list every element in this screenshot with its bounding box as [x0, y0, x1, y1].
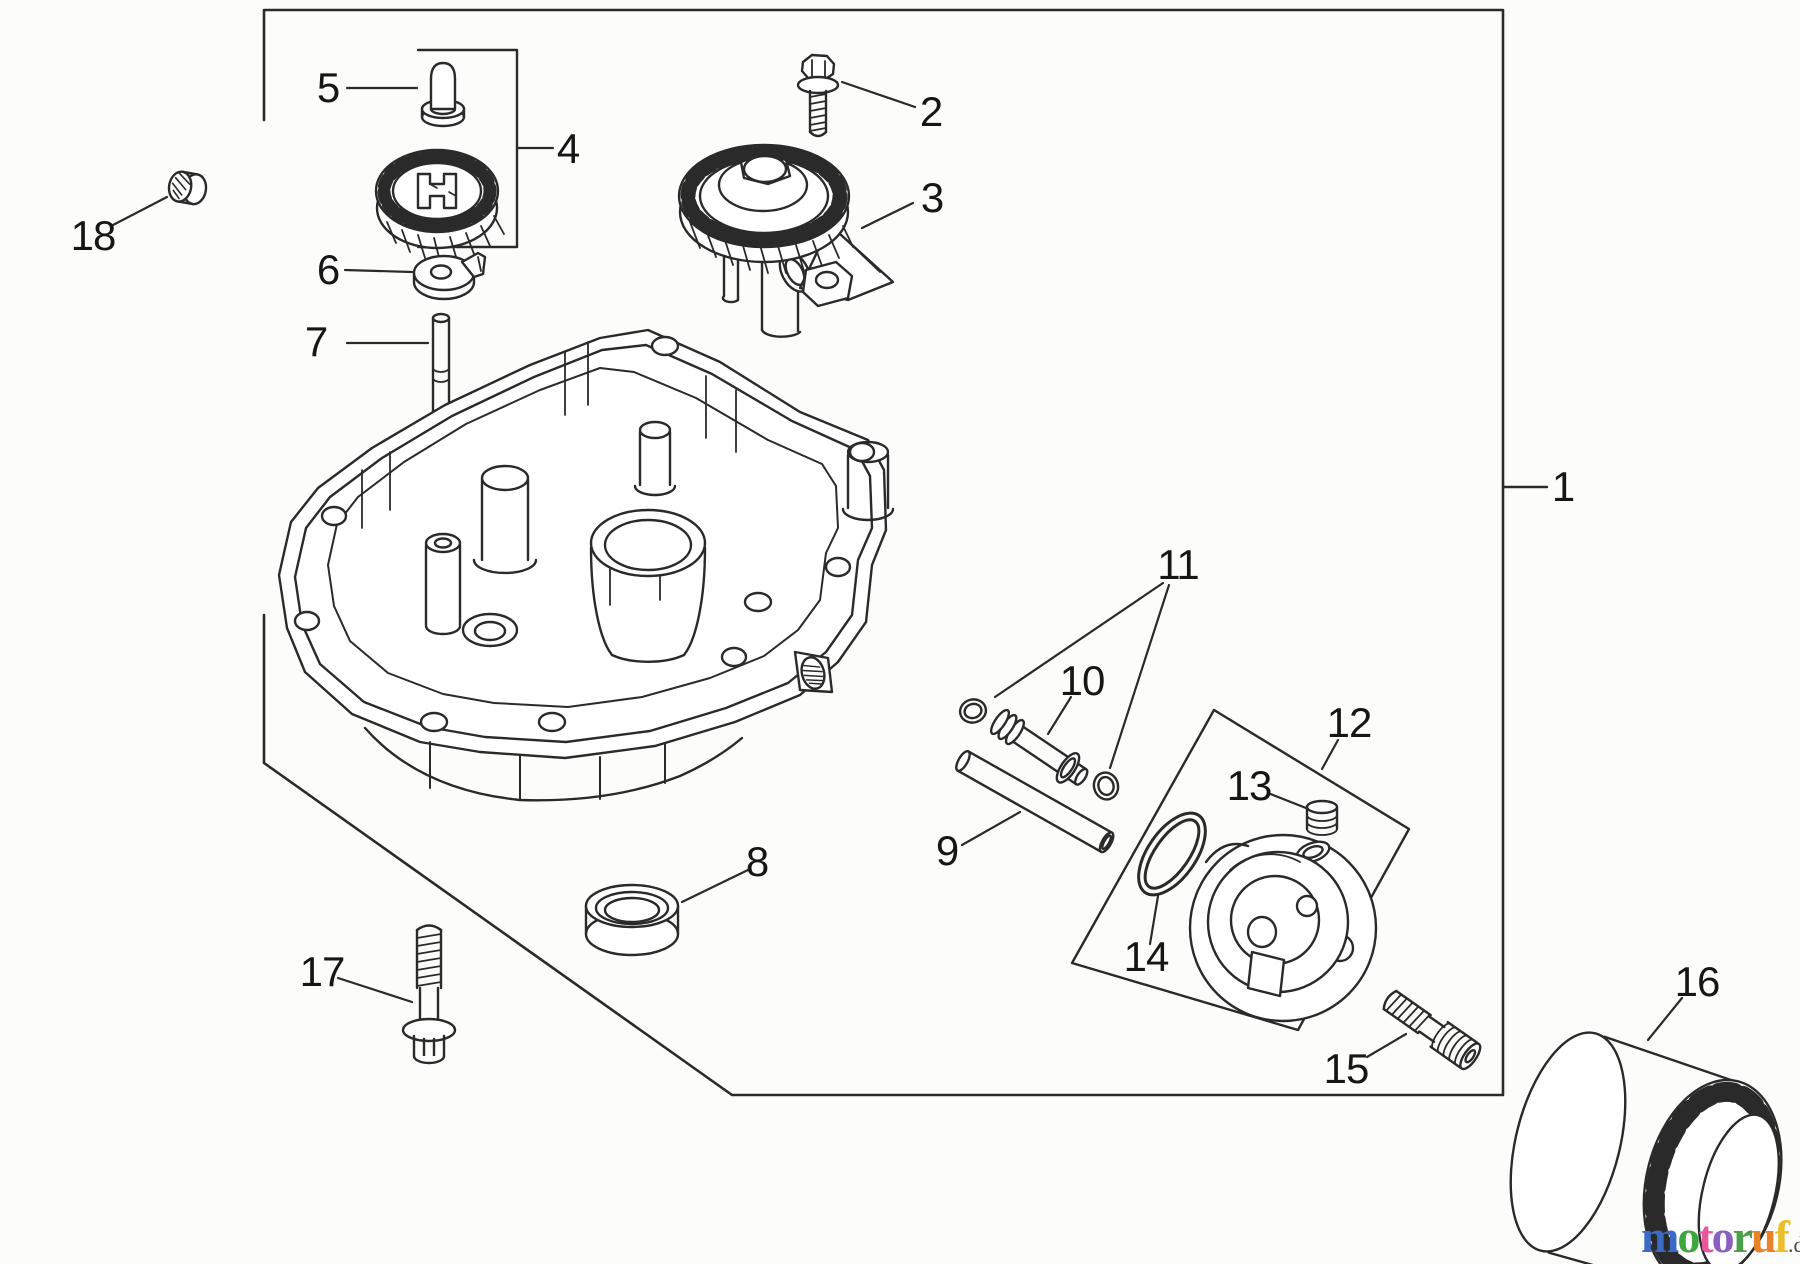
- callout-label-14: 14: [1123, 933, 1170, 980]
- callout-label-8: 8: [745, 838, 769, 885]
- callout-label-2: 2: [919, 88, 943, 135]
- callout-label-1: 1: [1551, 463, 1575, 510]
- callout-label-16: 16: [1674, 958, 1721, 1005]
- logo-letter: f: [1774, 1211, 1790, 1262]
- part12-pump-kit-box: [1070, 708, 1411, 1032]
- callout-label-9: 9: [935, 827, 959, 874]
- callout-label-6: 6: [316, 246, 340, 293]
- oil-pan-drawing: [277, 328, 895, 802]
- callout-label-10: 10: [1059, 657, 1106, 704]
- part6-retainer: [412, 251, 487, 301]
- callout-leader-lines: [111, 80, 1684, 1059]
- callout-label-4: 4: [556, 125, 580, 172]
- part18-oil-plug: [167, 170, 208, 206]
- logo-letter: o: [1711, 1211, 1735, 1262]
- part5-pin: [420, 61, 466, 128]
- part9-oil-tube: [955, 749, 1115, 854]
- callout-label-11: 11: [1157, 541, 1200, 588]
- logo-letter: o: [1677, 1211, 1700, 1262]
- motoruf-watermark-logo: motoruf.de: [1641, 1214, 1800, 1260]
- part14-o-ring: [1137, 811, 1207, 897]
- part17-flange-bolt: [401, 924, 457, 1065]
- callout-label-5: 5: [316, 64, 340, 111]
- part10-pickup-fitting: [989, 708, 1089, 786]
- logo-domain-suffix: .de: [1788, 1232, 1800, 1257]
- part3-governor-gear-assembly: [677, 143, 895, 338]
- callout-label-7: 7: [304, 318, 328, 365]
- callout-label-12: 12: [1326, 699, 1373, 746]
- diagram-border-box: [262, 8, 1549, 1097]
- part8-oil-seal: [584, 883, 680, 957]
- logo-letter: u: [1751, 1211, 1777, 1262]
- part11-o-rings: [958, 698, 1120, 801]
- callout-label-18: 18: [70, 212, 117, 259]
- callout-label-3: 3: [920, 174, 944, 221]
- callout-label-17: 17: [299, 948, 346, 995]
- logo-letter: t: [1698, 1211, 1713, 1262]
- callout-label-15: 15: [1323, 1045, 1370, 1092]
- callout-label-13: 13: [1226, 762, 1273, 809]
- part4-drive-gear: [374, 148, 505, 262]
- part15-filter-stud: [1382, 989, 1482, 1071]
- logo-letter: m: [1641, 1211, 1679, 1262]
- part13-relief-valve-plug: [1305, 799, 1339, 836]
- part4-bracket: [416, 48, 519, 249]
- oil-pump-assembly: [1188, 833, 1378, 1023]
- part2-hex-flange-bolt: [796, 53, 840, 138]
- part16-oil-filter: [1509, 1031, 1783, 1264]
- logo-letter: r: [1732, 1211, 1753, 1262]
